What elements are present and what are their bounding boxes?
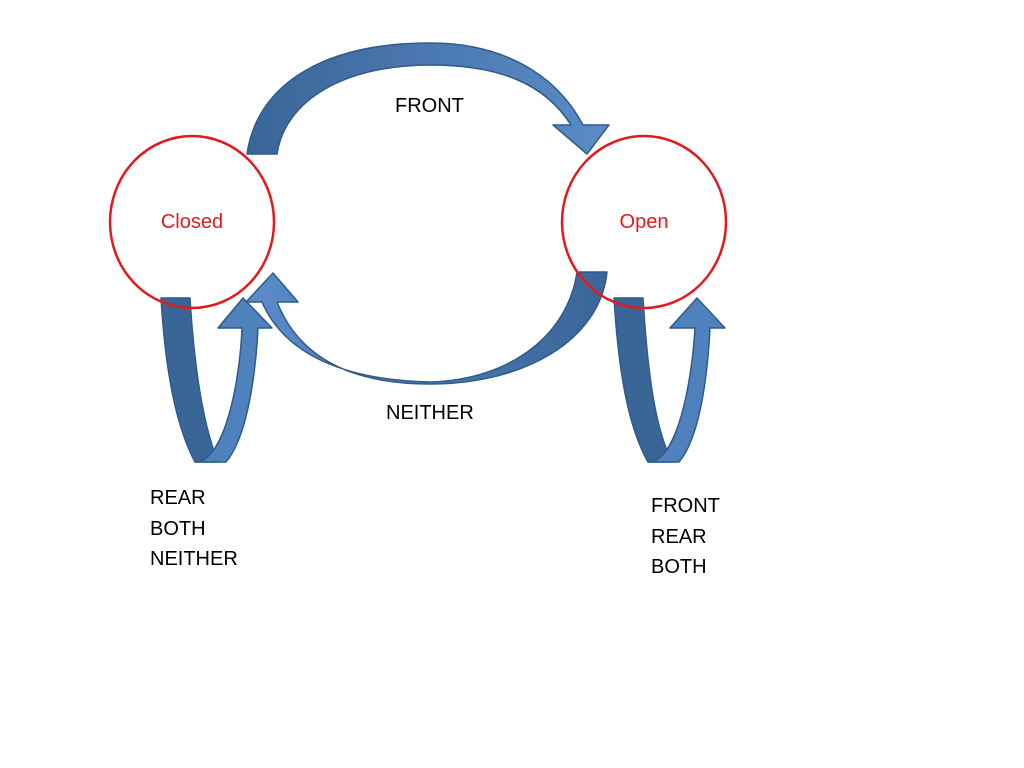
condition-item: REAR: [651, 525, 707, 548]
condition-item: FRONT: [651, 495, 720, 517]
arrow-closed-to-open: [246, 42, 610, 155]
arrow-closed-self-loop: [160, 297, 273, 463]
transition-label-front: FRONT: [395, 95, 464, 117]
closed-self-loop-conditions: REAR BOTH NEITHER: [150, 483, 238, 575]
transition-label-neither: NEITHER: [386, 402, 474, 424]
state-open-circle: [560, 134, 728, 310]
open-self-loop-conditions: FRONT REAR BOTH: [651, 491, 720, 583]
state-closed-label: Closed: [160, 211, 224, 233]
state-open-label: Open: [619, 211, 669, 233]
state-closed-circle: [108, 134, 276, 310]
condition-item: BOTH: [651, 556, 707, 578]
condition-item: NEITHER: [150, 548, 238, 570]
condition-item: REAR: [150, 487, 206, 509]
condition-item: BOTH: [150, 517, 206, 540]
arrow-open-self-loop: [613, 297, 726, 463]
arrow-open-to-closed: [245, 271, 608, 385]
